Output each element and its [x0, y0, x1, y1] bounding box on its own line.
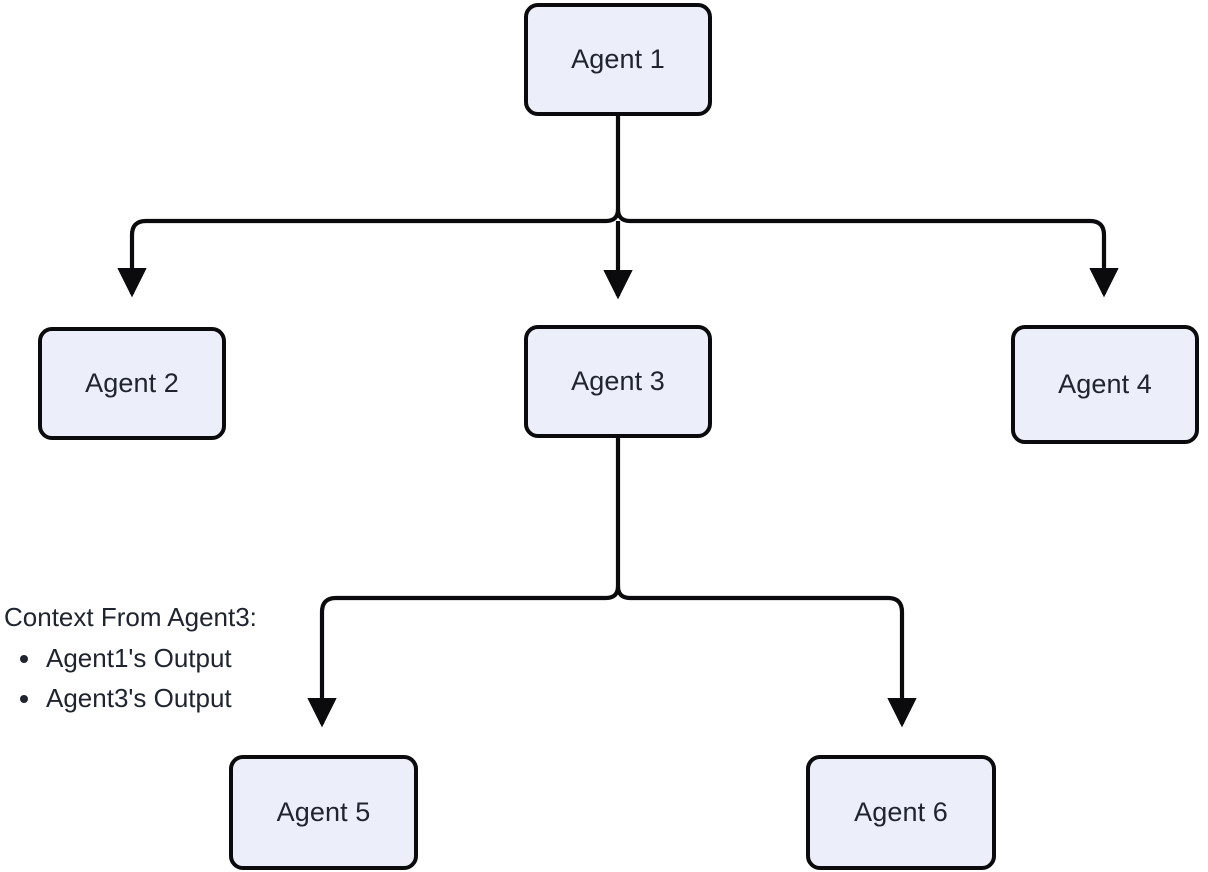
bullet-icon: [20, 655, 28, 663]
edge-agent1-to-agent4: [630, 218, 1119, 298]
edge-agent1-stem-left-fillet: [605, 208, 621, 224]
edge-agent1-to-agent2: [117, 218, 606, 298]
list-item: Agent1's Output: [4, 638, 334, 678]
node-agent1[interactable]: Agent 1: [524, 3, 712, 116]
list-item-label: Agent1's Output: [46, 643, 232, 673]
node-agent2[interactable]: Agent 2: [38, 327, 226, 440]
edge-agent3-to-agent5: [307, 595, 606, 728]
node-agent5-label: Agent 5: [276, 797, 371, 827]
bullet-icon: [20, 695, 28, 703]
node-agent6[interactable]: Agent 6: [806, 755, 996, 870]
node-agent1-label: Agent 1: [571, 44, 665, 74]
edge-agent3-stem-left-fillet: [605, 585, 621, 601]
list-item: Agent3's Output: [4, 678, 334, 718]
node-agent3-label: Agent 3: [571, 366, 665, 396]
node-agent5[interactable]: Agent 5: [229, 755, 418, 870]
node-agent3[interactable]: Agent 3: [524, 325, 712, 438]
edge-agent3-stem: [615, 438, 631, 601]
list-item-label: Agent3's Output: [46, 683, 232, 713]
node-agent4-label: Agent 4: [1058, 369, 1152, 399]
edge-agent1-stem: [615, 116, 631, 224]
node-agent4[interactable]: Agent 4: [1011, 325, 1199, 444]
edge-agent3-to-agent6: [630, 595, 917, 728]
node-agent2-label: Agent 2: [85, 368, 179, 398]
context-annotation-title: Context From Agent3:: [4, 602, 257, 632]
node-agent6-label: Agent 6: [854, 797, 948, 827]
context-annotation-list: Agent1's Output Agent3's Output: [4, 638, 334, 718]
context-annotation: Context From Agent3: Agent1's Output Age…: [4, 600, 334, 718]
